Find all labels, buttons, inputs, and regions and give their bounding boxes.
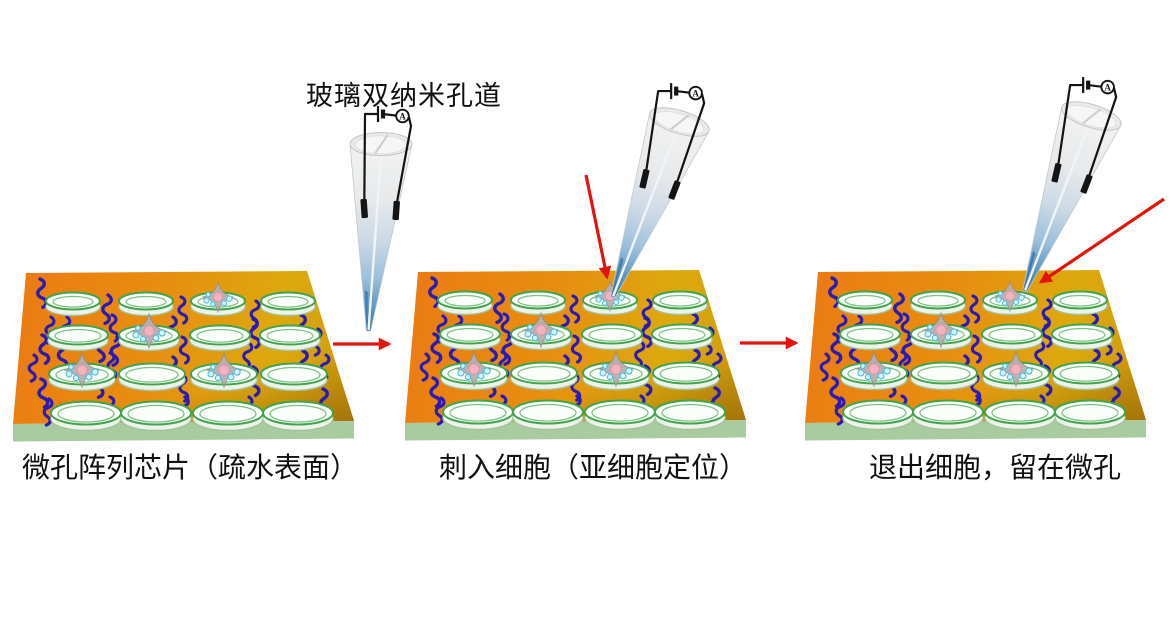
electrode-right (668, 180, 681, 200)
ammeter-label: A (692, 88, 699, 98)
measurement-circuit: A (363, 106, 413, 207)
measurement-circuit: A (644, 83, 706, 187)
pipette-type-label: 玻璃双纳米孔道 (306, 81, 502, 111)
channel-divider (1024, 125, 1090, 291)
nanopipette-2: A (610, 83, 710, 299)
ammeter-icon (688, 85, 703, 101)
ammeter-icon (395, 108, 410, 124)
microwell-chip-2 (405, 270, 746, 441)
nanopipette-1: A (349, 106, 413, 332)
pierce-arrow (584, 174, 612, 280)
electrode-left (639, 169, 650, 189)
nanopipette-3: A (1022, 77, 1122, 293)
channel-divider (367, 154, 383, 331)
electrode-right (392, 200, 400, 221)
measurement-circuit: A (1056, 77, 1118, 181)
electrode-left (360, 198, 368, 219)
microwell-chip-1 (13, 271, 354, 442)
electrode-left (1051, 163, 1062, 183)
ammeter-label: A (399, 111, 406, 121)
channel-divider (612, 131, 678, 297)
ammeter-icon (1100, 79, 1115, 95)
ammeter-label: A (1104, 82, 1111, 92)
microwell-chip-3 (805, 270, 1146, 441)
panel-1-caption: 微孔阵列芯片（疏水表面） (21, 453, 358, 484)
retract-arrow (1038, 197, 1165, 284)
panel-3-caption: 退出细胞，留在微孔 (868, 453, 1121, 484)
electrode-right (1080, 174, 1093, 194)
panel-2-caption: 刺入细胞（亚细胞定位） (438, 453, 747, 484)
